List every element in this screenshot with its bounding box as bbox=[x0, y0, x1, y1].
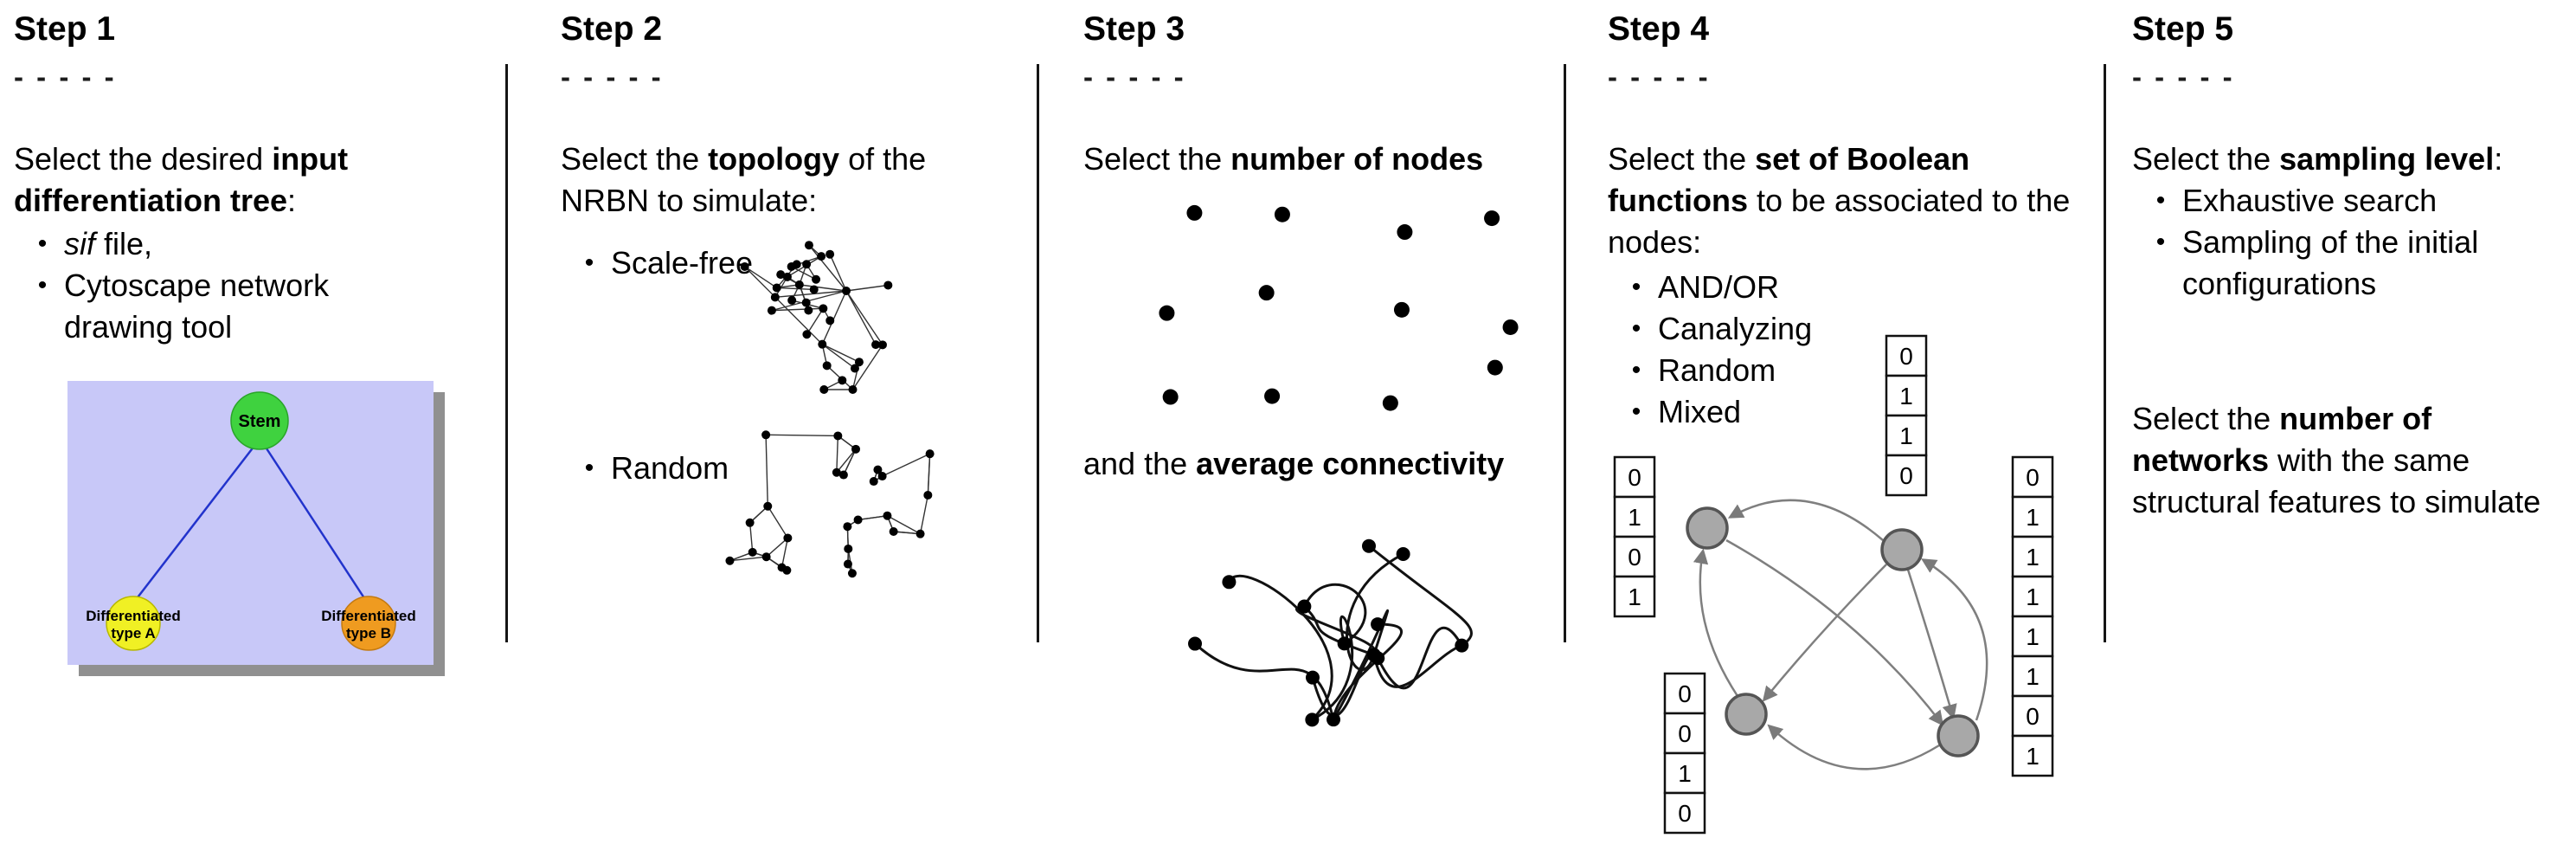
list-item: • Cytoscape network drawing tool bbox=[21, 265, 479, 348]
step5-second: Select the number of networks with the s… bbox=[2132, 401, 2541, 519]
bullet-icon: • bbox=[1631, 314, 1641, 343]
svg-text:0: 0 bbox=[1899, 462, 1913, 489]
step3-intro: Select the number of nodes bbox=[1083, 141, 1484, 177]
step4-title: Step 4 bbox=[1608, 10, 1710, 48]
random-network-figure bbox=[725, 430, 935, 578]
type-b-label-line2: type B bbox=[346, 625, 391, 641]
column-divider bbox=[505, 64, 508, 642]
bullet-icon: • bbox=[37, 229, 48, 258]
column-divider bbox=[2104, 64, 2106, 642]
svg-text:0: 0 bbox=[1678, 680, 1692, 707]
step2-column: Step 2 - - - - - Select the topology of … bbox=[561, 10, 1038, 846]
step2-bullet-random: • Random bbox=[568, 448, 827, 489]
stem-label: Stem bbox=[239, 412, 281, 431]
step3-second: and the average connectivity bbox=[1083, 446, 1505, 481]
step1-column: Step 1 - - - - - Select the desired inpu… bbox=[14, 10, 498, 846]
step1-dashes: - - - - - bbox=[14, 61, 117, 93]
network-node bbox=[1937, 714, 1980, 758]
type-a-node bbox=[106, 596, 161, 651]
svg-text:1: 1 bbox=[1628, 583, 1641, 610]
svg-text:1: 1 bbox=[2026, 743, 2040, 770]
scale-free-network-figure bbox=[740, 241, 893, 394]
network-node bbox=[1686, 506, 1729, 550]
svg-text:0: 0 bbox=[2026, 464, 2040, 491]
step5-column: Step 5 - - - - - Select the sampling lev… bbox=[2132, 10, 2575, 846]
bullet-icon: • bbox=[2155, 186, 2166, 215]
svg-text:1: 1 bbox=[1899, 422, 1913, 449]
svg-text:0: 0 bbox=[1899, 343, 1913, 370]
step2-bullet-scalefree: • Scale-free bbox=[568, 242, 827, 284]
network-edges bbox=[1693, 499, 1988, 770]
list-item: •Random bbox=[1615, 350, 1900, 391]
step2-title: Step 2 bbox=[561, 10, 663, 48]
truth-tables: 0 1 0 1 0 1 1 0 0 0 1 0 0 1 1 1 1 1 0 1 bbox=[1613, 334, 2054, 835]
svg-text:0: 0 bbox=[1678, 720, 1692, 747]
list-item: •Canalyzing bbox=[1615, 308, 1900, 350]
step3-column: Step 3 - - - - - Select the number of no… bbox=[1083, 10, 1568, 846]
type-b-label-line1: Differentiated bbox=[321, 608, 416, 624]
svg-text:1: 1 bbox=[1899, 383, 1913, 409]
step3-title: Step 3 bbox=[1083, 10, 1185, 48]
step5-title: Step 5 bbox=[2132, 10, 2234, 48]
bullet-icon: • bbox=[1631, 397, 1641, 426]
step1-bullet-list: • sif file, • Cytoscape network drawing … bbox=[21, 223, 479, 348]
list-item: •AND/OR bbox=[1615, 267, 1900, 308]
step5-intro: Select the sampling level: bbox=[2132, 141, 2503, 177]
type-a-label-line1: Differentiated bbox=[86, 608, 181, 624]
step4-dashes: - - - - - bbox=[1608, 61, 1711, 93]
svg-text:1: 1 bbox=[2026, 623, 2040, 650]
svg-text:0: 0 bbox=[1628, 544, 1641, 571]
step2-dashes: - - - - - bbox=[561, 61, 664, 93]
step5-bullet-list: •Exhaustive search •Sampling of the init… bbox=[2139, 180, 2572, 305]
bullet-icon: • bbox=[584, 454, 594, 482]
step3-dashes: - - - - - bbox=[1083, 61, 1186, 93]
svg-text:1: 1 bbox=[1628, 504, 1641, 531]
step1-title: Step 1 bbox=[14, 10, 116, 48]
svg-text:1: 1 bbox=[2026, 504, 2040, 531]
connectivity-tangle-figure bbox=[1188, 538, 1473, 727]
list-item: •Sampling of the initial configurations bbox=[2139, 222, 2572, 305]
list-item: • Random bbox=[568, 448, 827, 489]
network-nodes bbox=[1686, 506, 1980, 758]
svg-text:0: 0 bbox=[1678, 800, 1692, 827]
stem-node bbox=[230, 391, 289, 450]
type-a-label-line2: type A bbox=[111, 625, 155, 641]
svg-text:1: 1 bbox=[2026, 663, 2040, 690]
step4-bullet-list: •AND/OR •Canalyzing •Random •Mixed bbox=[1615, 267, 1900, 433]
tree-edges bbox=[134, 445, 368, 602]
step4-column: Step 4 - - - - - Select the set of Boole… bbox=[1608, 10, 2097, 846]
nodes-dots-figure bbox=[1159, 204, 1519, 411]
column-divider bbox=[1564, 64, 1566, 642]
bullet-icon: • bbox=[1631, 356, 1641, 384]
boolean-network-figure: 0 1 0 1 0 1 1 0 0 0 1 0 0 1 1 1 1 1 0 1 bbox=[1613, 334, 2054, 835]
network-node bbox=[1725, 693, 1768, 736]
list-item: • sif file, bbox=[21, 223, 479, 265]
svg-text:1: 1 bbox=[2026, 544, 2040, 571]
svg-text:1: 1 bbox=[2026, 583, 2040, 610]
step4-intro: Select the set of Boolean functions to b… bbox=[1608, 141, 2071, 260]
list-item: •Mixed bbox=[1615, 391, 1900, 433]
step1-intro: Select the desired input differentiation… bbox=[14, 141, 349, 218]
step2-intro: Select the topology of the NRBN to simul… bbox=[561, 141, 927, 218]
step5-dashes: - - - - - bbox=[2132, 61, 2235, 93]
svg-text:0: 0 bbox=[1628, 464, 1641, 491]
column-divider bbox=[1037, 64, 1039, 642]
list-item: •Exhaustive search bbox=[2139, 180, 2572, 222]
differentiation-tree-figure: Stem Differentiated type A Differentiate… bbox=[67, 381, 445, 676]
network-node bbox=[1880, 528, 1924, 571]
type-b-node bbox=[341, 596, 396, 651]
bullet-icon: • bbox=[2155, 228, 2166, 256]
bullet-icon: • bbox=[1631, 273, 1641, 301]
bullet-icon: • bbox=[37, 271, 48, 300]
svg-text:1: 1 bbox=[1678, 760, 1692, 787]
bullet-icon: • bbox=[584, 248, 594, 277]
list-item: • Scale-free bbox=[568, 242, 827, 284]
svg-text:0: 0 bbox=[2026, 703, 2040, 730]
